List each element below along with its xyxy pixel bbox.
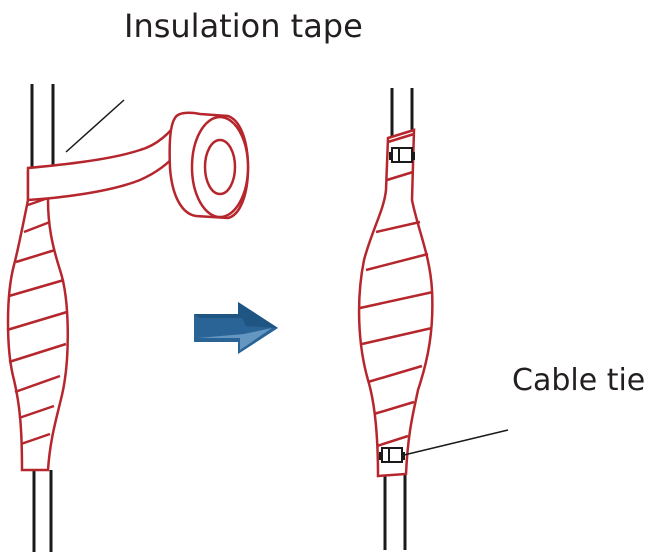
left-wires: [30, 84, 55, 552]
insulation-tape-leader: [65, 99, 125, 153]
right-wrapped-section: [357, 128, 434, 478]
cable-tie-bottom-icon: [379, 447, 405, 463]
tape-strip: [26, 118, 180, 202]
right-wires: [383, 88, 414, 550]
left-wire-assembly: [6, 84, 250, 552]
insulation-tape-label: Insulation tape: [124, 7, 363, 45]
right-wire-assembly: [357, 88, 509, 550]
cable-tie-top-icon: [389, 147, 415, 163]
right-tape-bands: [359, 132, 434, 448]
right-arrow-icon: [194, 302, 278, 354]
left-tape-bands: [6, 196, 68, 446]
cable-tie-label: Cable tie: [512, 363, 646, 398]
tape-strip-fold: [27, 165, 49, 169]
tape-roll-icon: [168, 111, 250, 220]
cable-tie-leader: [403, 429, 509, 456]
